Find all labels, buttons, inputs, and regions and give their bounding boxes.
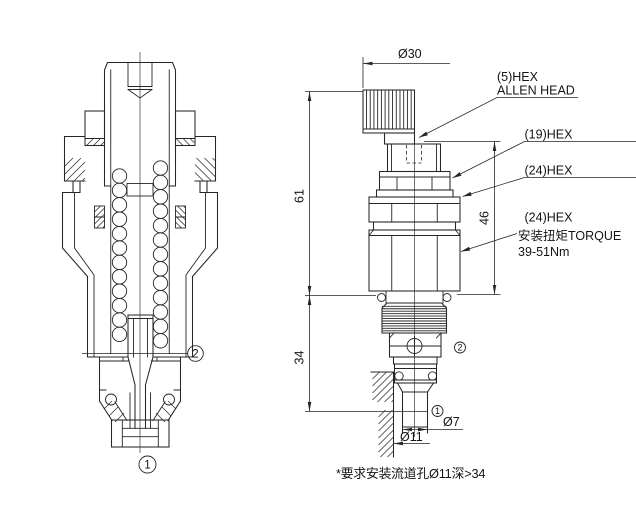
svg-text:Ø11: Ø11 xyxy=(400,430,423,444)
svg-text:34: 34 xyxy=(293,351,307,365)
section-hatching xyxy=(64,138,216,229)
nose-cap-section xyxy=(110,419,170,448)
callout-hex24-nut: (24)HEX xyxy=(462,164,636,197)
allen-socket-section xyxy=(127,62,153,99)
svg-text:(24)HEX: (24)HEX xyxy=(525,211,574,225)
svg-text:2: 2 xyxy=(192,349,198,361)
locknut-section xyxy=(84,110,196,147)
o-ring-right xyxy=(442,293,452,302)
svg-text:(24)HEX: (24)HEX xyxy=(525,164,574,178)
knob-neck xyxy=(383,132,416,145)
valve-body-24hex xyxy=(368,229,461,292)
section-view: 2 1 xyxy=(61,52,219,474)
adjust-knob xyxy=(362,89,416,134)
valve-body-section xyxy=(61,135,219,422)
nose-o-ring-left xyxy=(394,371,404,381)
svg-text:39-51Nm: 39-51Nm xyxy=(518,245,569,259)
svg-text:安装扭矩TORQUE: 安装扭矩TORQUE xyxy=(518,228,621,243)
port1-balloon-right: 1 xyxy=(431,405,444,417)
dim-knob-diameter: Ø30 xyxy=(362,47,450,88)
adjust-screw-head xyxy=(386,143,442,173)
callouts: (5)HEX ALLEN HEAD (19)HEX (24)HEX (24)HE… xyxy=(336,70,636,481)
installation-wall xyxy=(370,371,395,458)
svg-text:46: 46 xyxy=(478,211,492,225)
callout-allen-head: (5)HEX ALLEN HEAD xyxy=(418,70,578,138)
dim-body-height: 46 xyxy=(424,141,501,295)
jam-nut-24hex xyxy=(368,196,461,223)
dimensions: Ø30 61 34 46 xyxy=(293,47,501,446)
svg-text:(19)HEX: (19)HEX xyxy=(525,128,574,142)
spring-coils xyxy=(111,160,169,349)
dim-bore-diameter: Ø11 xyxy=(393,430,430,446)
svg-text:1: 1 xyxy=(144,460,150,472)
svg-text:61: 61 xyxy=(293,189,307,203)
svg-text:Ø7: Ø7 xyxy=(443,415,460,429)
external-view: 2 1 xyxy=(362,89,466,458)
nose-section xyxy=(388,332,442,434)
svg-text:Ø30: Ø30 xyxy=(398,47,422,61)
o-ring-section-right xyxy=(163,393,175,406)
svg-text:2: 2 xyxy=(457,343,462,353)
port2-balloon-left: 2 xyxy=(187,345,204,362)
nose-o-ring-right xyxy=(427,371,438,381)
dim-nose-diameter: Ø7 xyxy=(402,415,463,432)
installation-note: *要求安装流道孔Ø11深>34 xyxy=(336,466,485,481)
callout-hex19: (19)HEX xyxy=(452,128,636,179)
poppet-section xyxy=(127,314,154,429)
o-ring-left xyxy=(377,293,386,302)
dim-upper-height: 61 xyxy=(293,91,376,296)
svg-text:(5)HEX: (5)HEX xyxy=(497,70,539,84)
svg-text:1: 1 xyxy=(435,406,440,416)
port1-balloon-left: 1 xyxy=(138,455,157,474)
callout-hex24-body: (24)HEX 安装扭矩TORQUE 39-51Nm xyxy=(460,211,621,259)
thread-section xyxy=(381,302,448,334)
svg-text:ALLEN HEAD: ALLEN HEAD xyxy=(497,84,575,98)
port2-balloon-right: 2 xyxy=(454,341,466,354)
dim-cavity-depth: 34 xyxy=(293,295,428,412)
adjust-tube-outline xyxy=(103,61,177,187)
seal-blocks xyxy=(94,205,186,229)
o-ring-section-left xyxy=(105,393,117,406)
